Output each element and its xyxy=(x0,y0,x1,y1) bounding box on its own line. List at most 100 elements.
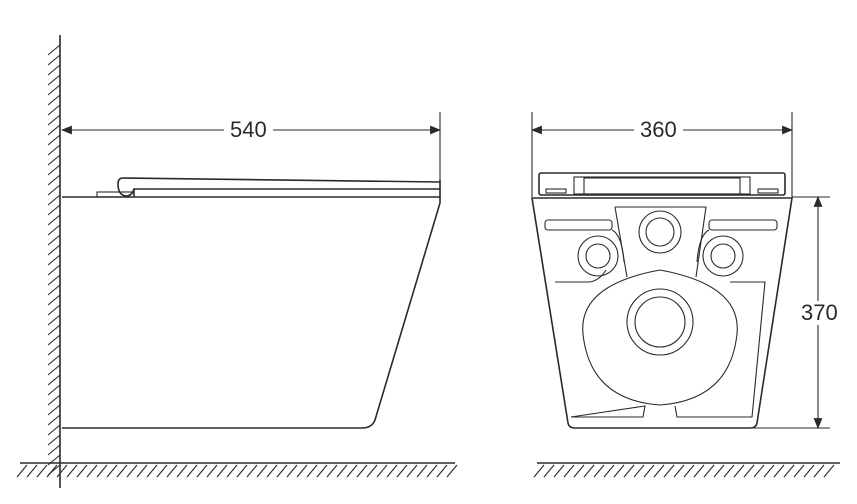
hatch-line xyxy=(366,464,378,478)
floor-right xyxy=(533,462,840,478)
hatch-line xyxy=(146,464,158,478)
hatch-line xyxy=(573,464,585,478)
hatch-line xyxy=(256,464,268,478)
hatch-line xyxy=(116,464,128,478)
hatch-line xyxy=(703,464,715,478)
hatch-line xyxy=(47,284,61,296)
hatch-line xyxy=(56,464,68,478)
hatch-line xyxy=(96,464,108,478)
hatch-line xyxy=(246,464,258,478)
hatch-line xyxy=(47,44,61,56)
hatch-line xyxy=(446,464,458,478)
hatch-line xyxy=(743,464,755,478)
hatch-line xyxy=(36,464,48,478)
hatch-line xyxy=(47,414,61,426)
hatch-line xyxy=(47,224,61,236)
hatch-line xyxy=(356,464,368,478)
hatch-line xyxy=(783,464,795,478)
hatch-line xyxy=(47,84,61,96)
hatch-line xyxy=(266,464,278,478)
hatch-line xyxy=(813,464,825,478)
hatch-line xyxy=(47,404,61,416)
hatch-line xyxy=(47,444,61,456)
hatch-line xyxy=(47,314,61,326)
hatch-line xyxy=(723,464,735,478)
hatch-line xyxy=(47,364,61,376)
hatch-line xyxy=(47,164,61,176)
hatch-line xyxy=(733,464,745,478)
seat-front xyxy=(538,172,786,196)
hatch-line xyxy=(47,384,61,396)
hatch-line xyxy=(823,464,835,478)
hatch-line xyxy=(623,464,635,478)
hatch-line xyxy=(773,464,785,478)
hatch-line xyxy=(436,464,448,478)
hatch-line xyxy=(693,464,705,478)
hatch-line xyxy=(47,264,61,276)
hatch-line xyxy=(47,334,61,346)
hatch-line xyxy=(793,464,805,478)
hatch-line xyxy=(47,204,61,216)
hatch-line xyxy=(276,464,288,478)
hatch-line xyxy=(763,464,775,478)
hatch-line xyxy=(47,134,61,146)
hatch-line xyxy=(47,114,61,126)
hatch-line xyxy=(76,464,88,478)
hatch-line xyxy=(803,464,815,478)
hatch-line xyxy=(47,104,61,116)
hatch-line xyxy=(613,464,625,478)
hatch-line xyxy=(47,234,61,246)
front-width-label: 360 xyxy=(634,118,683,142)
hatch-line xyxy=(106,464,118,478)
hatch-line xyxy=(47,254,61,266)
hatch-line xyxy=(47,124,61,136)
hatch-line xyxy=(553,464,565,478)
hatch-line xyxy=(386,464,398,478)
hatch-line xyxy=(643,464,655,478)
hatch-line xyxy=(47,74,61,86)
hatch-line xyxy=(47,94,61,106)
hatch-line xyxy=(47,184,61,196)
side-view xyxy=(16,35,458,488)
hatch-line xyxy=(226,464,238,478)
hatch-line xyxy=(406,464,418,478)
hatch-line xyxy=(186,464,198,478)
hatch-line xyxy=(653,464,665,478)
hatch-line xyxy=(47,174,61,186)
hatch-line xyxy=(633,464,645,478)
floor-left xyxy=(16,462,458,478)
hatch-line xyxy=(47,214,61,226)
hatch-line xyxy=(396,464,408,478)
hatch-line xyxy=(46,464,58,478)
hatch-line xyxy=(16,464,28,478)
hatch-line xyxy=(126,464,138,478)
hatch-line xyxy=(426,464,438,478)
hatch-line xyxy=(47,274,61,286)
hatch-line xyxy=(47,304,61,316)
wall xyxy=(47,35,61,488)
hatch-line xyxy=(26,464,38,478)
bowl-side xyxy=(62,196,441,429)
hatch-line xyxy=(47,244,61,256)
side-width-label: 540 xyxy=(224,118,273,142)
hatch-line xyxy=(286,464,298,478)
hatch-line xyxy=(206,464,218,478)
hatch-line xyxy=(156,464,168,478)
hatch-line xyxy=(543,464,555,478)
hatch-line xyxy=(166,464,178,478)
hatch-line xyxy=(663,464,675,478)
hatch-line xyxy=(533,464,545,478)
hatch-line xyxy=(136,464,148,478)
hatch-line xyxy=(196,464,208,478)
seat-side xyxy=(96,177,441,198)
hatch-line xyxy=(583,464,595,478)
hatch-line xyxy=(603,464,615,478)
hatch-line xyxy=(316,464,328,478)
hatch-line xyxy=(47,324,61,336)
hatch-line xyxy=(326,464,338,478)
hatch-line xyxy=(47,194,61,206)
front-height-label: 370 xyxy=(800,300,839,325)
hatch-line xyxy=(47,434,61,446)
